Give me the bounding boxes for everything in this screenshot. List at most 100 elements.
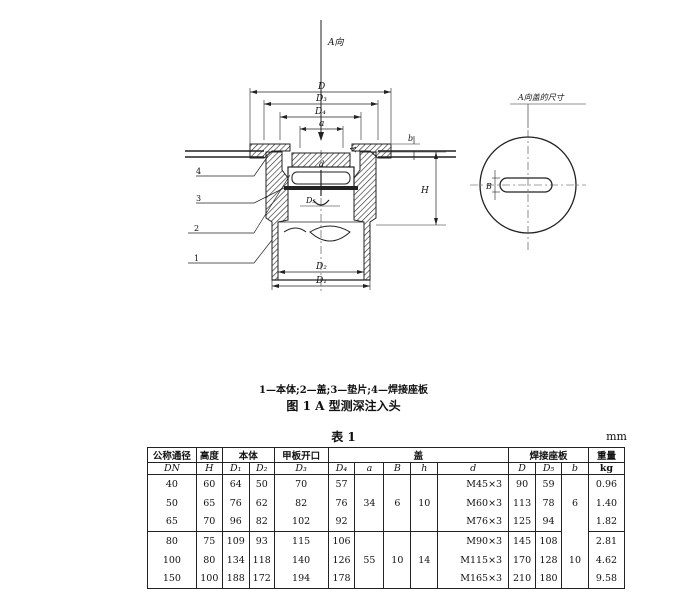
cell-D: 90: [508, 474, 537, 494]
cell-kg: 1.40: [587, 493, 626, 513]
cell-H: 60: [195, 474, 223, 494]
cell-D: 145: [508, 531, 537, 551]
cell-B: [383, 512, 412, 532]
lower-pipe: [283, 225, 351, 242]
th-weight: 重量: [587, 447, 626, 463]
header-row-2: DN H D₁ D₂ D₃ D₄ a B h d D D₅ b kg: [147, 462, 626, 475]
cell-b: [561, 474, 589, 494]
th-weld: 焊接座板: [508, 447, 589, 463]
table-row: 100 80 134 118 140 126 55 10 14 M115×3 1…: [147, 550, 626, 570]
cell-kg: 1.82: [587, 512, 626, 532]
side-view: A向盖的尺寸 B: [470, 93, 586, 250]
cell-H: 75: [195, 531, 223, 551]
cell-kg: 9.58: [587, 569, 626, 589]
cell-d: M60×3: [437, 493, 510, 513]
cell-D2: 118: [248, 550, 275, 570]
cell-h-group1: 10: [410, 493, 439, 513]
th-a: a: [354, 462, 385, 475]
th-height: 高度: [195, 447, 223, 463]
cell-D3: 70: [273, 474, 329, 494]
view-arrow-label: A向: [327, 37, 344, 48]
cell-h: [410, 474, 439, 494]
dim-D2-label: D₂: [315, 262, 327, 272]
cell-D5: 180: [535, 569, 563, 589]
cell-D4: 106: [327, 531, 356, 551]
dim-D1: D₁: [271, 276, 371, 290]
cell-D3: 194: [273, 569, 329, 589]
dim-H: H: [376, 151, 446, 226]
cell-D1: 109: [221, 531, 250, 551]
th-b: b: [561, 462, 589, 475]
dim-d-label: d: [319, 160, 324, 169]
cell-a: [354, 474, 385, 494]
cell-D2: 172: [248, 569, 275, 589]
part-4-label: 4: [196, 167, 201, 176]
cell-D: 113: [508, 493, 537, 513]
dim-D5-label: D₅: [305, 196, 316, 205]
cell-dn: 50: [147, 493, 197, 513]
cell-D1: 134: [221, 550, 250, 570]
dim-b-label: b: [408, 134, 413, 143]
cell-D2: 50: [248, 474, 275, 494]
cell-D5: 108: [535, 531, 563, 551]
table-title: 表 1: [331, 430, 356, 444]
header-row-1: 公称通径 高度 本体 甲板开口 盖 焊接座板 重量: [147, 447, 626, 463]
dim-B-label: B: [485, 182, 492, 191]
cell-D5: 128: [535, 550, 563, 570]
dim-a: a: [299, 119, 344, 148]
cell-dn: 40: [147, 474, 197, 494]
cell-a-group1: 34: [354, 493, 385, 513]
side-view-title: A向盖的尺寸: [517, 93, 565, 102]
cell-b-group1: 6: [561, 493, 589, 513]
part-leaders: 4 3 2 1: [188, 155, 291, 264]
cell-d: M76×3: [437, 512, 510, 532]
cell-b: [561, 512, 589, 532]
cell-a: [354, 512, 385, 532]
dim-D: D: [249, 82, 392, 145]
cell-H: 65: [195, 493, 223, 513]
gasket: [284, 186, 358, 190]
cell-h: [410, 569, 439, 589]
view-arrow: A向: [318, 20, 344, 141]
body: [265, 151, 377, 281]
cell-D1: 64: [221, 474, 250, 494]
cell-D1: 188: [221, 569, 250, 589]
cell-dn: 150: [147, 569, 197, 589]
dim-D3-label: D₃: [315, 94, 327, 104]
part-1-label: 1: [194, 254, 199, 263]
cell-H: 80: [195, 550, 223, 570]
th-d4: D₄: [327, 462, 356, 475]
cell-dn: 100: [147, 550, 197, 570]
dim-D4-label: D₄: [314, 107, 326, 117]
cell-d: M165×3: [437, 569, 510, 589]
cell-D3: 140: [273, 550, 329, 570]
th-weight-unit: kg: [587, 462, 626, 475]
table-row: 150 100 188 172 194 178 M165×3 210 180 9…: [147, 569, 626, 589]
cell-D2: 82: [248, 512, 275, 532]
cell-D3: 115: [273, 531, 329, 551]
th-body: 本体: [221, 447, 275, 463]
cell-B: [383, 474, 412, 494]
cell-a: [354, 531, 385, 551]
technical-drawing: A向 D D₃ D₄ a: [185, 20, 586, 292]
cell-d: M115×3: [437, 550, 510, 570]
dim-D4: D₄: [279, 107, 362, 140]
cell-B: [383, 531, 412, 551]
cell-D4: 92: [327, 512, 356, 532]
th-deck: 甲板开口: [273, 447, 329, 463]
th-d5: D₅: [535, 462, 563, 475]
part-2-label: 2: [194, 224, 199, 233]
cell-D: 210: [508, 569, 537, 589]
dim-D-label: D: [317, 82, 325, 92]
weld-seat-plate: [249, 143, 392, 159]
cell-a-group2: 55: [354, 550, 385, 570]
th-d: d: [437, 462, 510, 475]
table-row: 50 65 76 62 82 76 34 6 10 M60×3 113 78 6…: [147, 493, 626, 513]
th-cover: 盖: [327, 447, 510, 463]
table-row: 80 75 109 93 115 106 M90×3 145 108 2.81: [147, 531, 626, 551]
dimension-table: 公称通径 高度 本体 甲板开口 盖 焊接座板 重量 DN H D₁ D₂ D₃ …: [147, 447, 626, 589]
dim-D3: D₃: [263, 94, 379, 140]
cell-H: 100: [195, 569, 223, 589]
cell-D2: 62: [248, 493, 275, 513]
th-dn: 公称通径: [147, 447, 197, 463]
